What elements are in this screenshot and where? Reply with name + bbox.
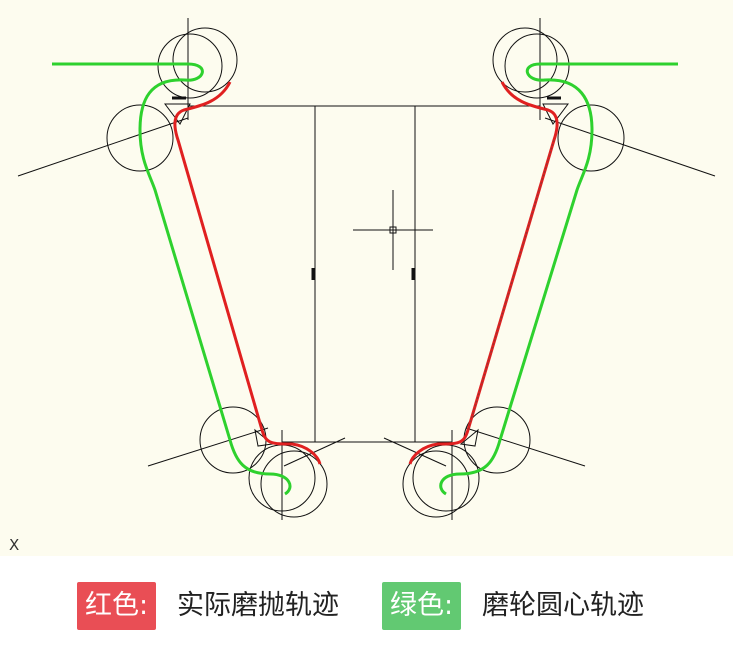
extension-line-left-upper xyxy=(17,117,189,177)
corner-tool-mark xyxy=(542,103,569,125)
legend-red-label: 红色: xyxy=(77,582,157,630)
extension-line-bottom-right xyxy=(383,437,447,467)
wheel-circle xyxy=(492,27,558,93)
wheel-circle xyxy=(463,406,531,474)
legend: 红色: 实际磨抛轨迹 绿色: 磨轮圆心轨迹 xyxy=(0,556,733,664)
extension-line-bottom-left xyxy=(283,437,346,467)
green-wheel-center-path-right xyxy=(439,62,678,496)
wheel-circle xyxy=(172,27,238,93)
legend-green-label: 绿色: xyxy=(382,582,462,630)
green-wheel-center-path xyxy=(52,62,292,496)
construction-lines xyxy=(17,18,716,520)
wheel-circle xyxy=(106,104,174,172)
wheel-circle xyxy=(157,33,223,99)
corner-tool-mark xyxy=(164,103,191,125)
extension-line-left-lower xyxy=(147,427,269,467)
divider-ticks xyxy=(172,96,561,280)
extension-line-right-upper xyxy=(544,117,716,177)
red-polishing-path-right xyxy=(408,81,559,465)
center-square xyxy=(389,226,397,234)
legend-red-text: 实际磨抛轨迹 xyxy=(177,590,339,621)
cad-canvas xyxy=(17,18,716,520)
wheel-circle xyxy=(402,450,470,518)
axis-marker: X xyxy=(9,536,20,554)
cad-drawing: X xyxy=(0,0,733,556)
extension-line-right-lower xyxy=(465,427,586,467)
legend-green-text: 磨轮圆心轨迹 xyxy=(482,590,644,621)
wheel-circle xyxy=(504,33,570,99)
red-polishing-path xyxy=(173,81,322,465)
corner-tool-mark xyxy=(459,428,479,447)
wheel-circle xyxy=(557,104,625,172)
wheel-circle xyxy=(199,406,267,474)
red-polishing-path-right-hatch xyxy=(467,139,555,431)
wheel-circle xyxy=(260,450,328,518)
